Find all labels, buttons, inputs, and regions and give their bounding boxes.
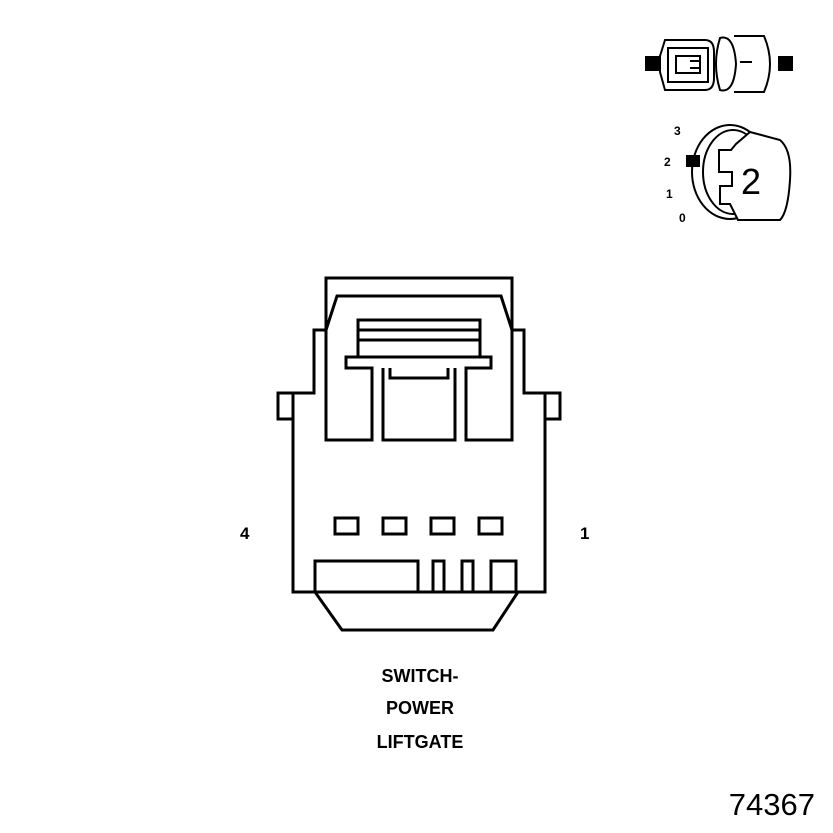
connector-caption: SWITCH- POWER LIFTGATE xyxy=(377,666,464,752)
figure-number: 74367 xyxy=(729,787,815,822)
caption-line-1: SWITCH- xyxy=(382,666,459,686)
caption-line-2: POWER xyxy=(386,698,454,718)
position-label-0: 0 xyxy=(679,211,686,225)
pin-cavity-2 xyxy=(429,516,456,536)
connector-face xyxy=(276,276,562,632)
caption-line-3: LIFTGATE xyxy=(377,732,464,752)
connector-pair-icon xyxy=(645,35,793,93)
pin-cavity-3 xyxy=(381,516,408,536)
pin-label-left: 4 xyxy=(240,524,250,543)
pin-label-right: 1 xyxy=(580,524,589,543)
position-label-1: 1 xyxy=(666,187,673,201)
position-label-3: 3 xyxy=(674,124,681,138)
key-position-icon: 3 2 1 0 2 xyxy=(664,124,792,225)
position-label-2: 2 xyxy=(664,155,671,169)
pin-cavity-4 xyxy=(333,516,360,536)
key-number: 2 xyxy=(741,161,761,202)
pin-cavity-1 xyxy=(477,516,504,536)
